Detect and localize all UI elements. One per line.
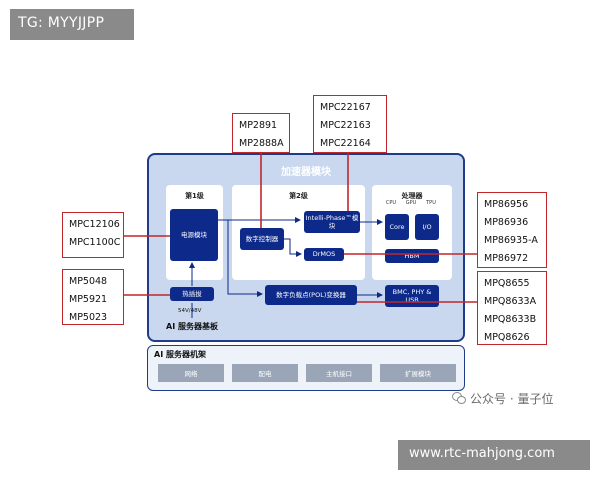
site-watermark: www.rtc-mahjong.com	[398, 440, 590, 470]
baseboard-label: AI 服务器基板	[166, 322, 218, 331]
cpu-label: CPU	[385, 200, 397, 206]
part-number: MP86956	[484, 199, 529, 210]
part-number: MPC12106	[69, 219, 120, 230]
part-number: MPC22164	[320, 138, 371, 149]
hot-swap-parts-callout: MP5048 MP5921 MP5023	[62, 269, 124, 325]
part-number: MP2888A	[239, 138, 284, 149]
part-number: MPC22163	[320, 120, 371, 131]
part-number: MP5048	[69, 276, 108, 287]
part-number: MP86972	[484, 253, 529, 264]
controller-to-drmos-arrow	[284, 238, 302, 257]
server-rack-title: AI 服务器机架	[154, 350, 206, 359]
power-to-pol-arrow	[227, 220, 263, 297]
stage2-title: 第2级	[289, 192, 308, 200]
processor-title: 处理器	[401, 192, 423, 200]
rack-item-host-interface: 主机接口	[306, 364, 372, 382]
part-number: MP86936	[484, 217, 529, 228]
rack-item-network: 网络	[158, 364, 224, 382]
io-block: I/O	[415, 214, 439, 240]
hot-swap-block: 热插拔	[170, 287, 214, 301]
part-number: MP86935-A	[484, 235, 538, 246]
part-number: MPC1100C	[69, 237, 121, 248]
part-number: MPQ8633A	[484, 296, 537, 307]
part-number: MPC22167	[320, 102, 371, 113]
digital-controller-parts-callout: MP2891 MP2888A	[232, 113, 290, 153]
voltage-label: 54V/48V	[178, 308, 202, 314]
part-number: MP2891	[239, 120, 278, 131]
part-number: MP5023	[69, 312, 108, 323]
stage1-controllers-callout: MPC12106 MPC1100C	[62, 212, 124, 258]
gpu-label: GPU	[405, 200, 417, 206]
power-module-block: 电源模块	[170, 209, 218, 261]
wechat-watermark: 公众号 · 量子位	[452, 388, 600, 408]
intelli-phase-block: Intelli-Phase™模块	[304, 211, 360, 233]
tpu-label: TPU	[426, 200, 436, 206]
wechat-account-label: 公众号 · 量子位	[470, 391, 554, 406]
rack-item-expansion-module: 扩展模块	[380, 364, 456, 382]
tg-watermark: TG: MYYJJPP	[10, 9, 134, 40]
pol-parts-callout: MPQ8655 MPQ8633A MPQ8633B MPQ8626	[477, 271, 547, 345]
wechat-icon	[452, 392, 466, 404]
drmos-block: DrMOS	[304, 248, 344, 261]
stage1-title: 第1级	[185, 192, 204, 200]
core-block: Core	[385, 214, 409, 240]
accelerator-module-title: 加速器模块	[281, 167, 331, 178]
rack-item-power-distribution: 配电	[232, 364, 298, 382]
part-number: MPQ8655	[484, 278, 530, 289]
pol-converter-block: 数字负载点(POL)变换器	[265, 285, 357, 305]
part-number: MPQ8626	[484, 332, 530, 343]
intelli-phase-parts-callout: MPC22167 MPC22163 MPC22164	[313, 95, 387, 153]
digital-controller-block: 数字控制器	[240, 228, 284, 250]
part-number: MP5921	[69, 294, 108, 305]
hbm-block: HBM	[385, 249, 439, 263]
part-number: MPQ8633B	[484, 314, 537, 325]
drmos-parts-callout: MP86956 MP86936 MP86935-A MP86972	[477, 192, 547, 268]
